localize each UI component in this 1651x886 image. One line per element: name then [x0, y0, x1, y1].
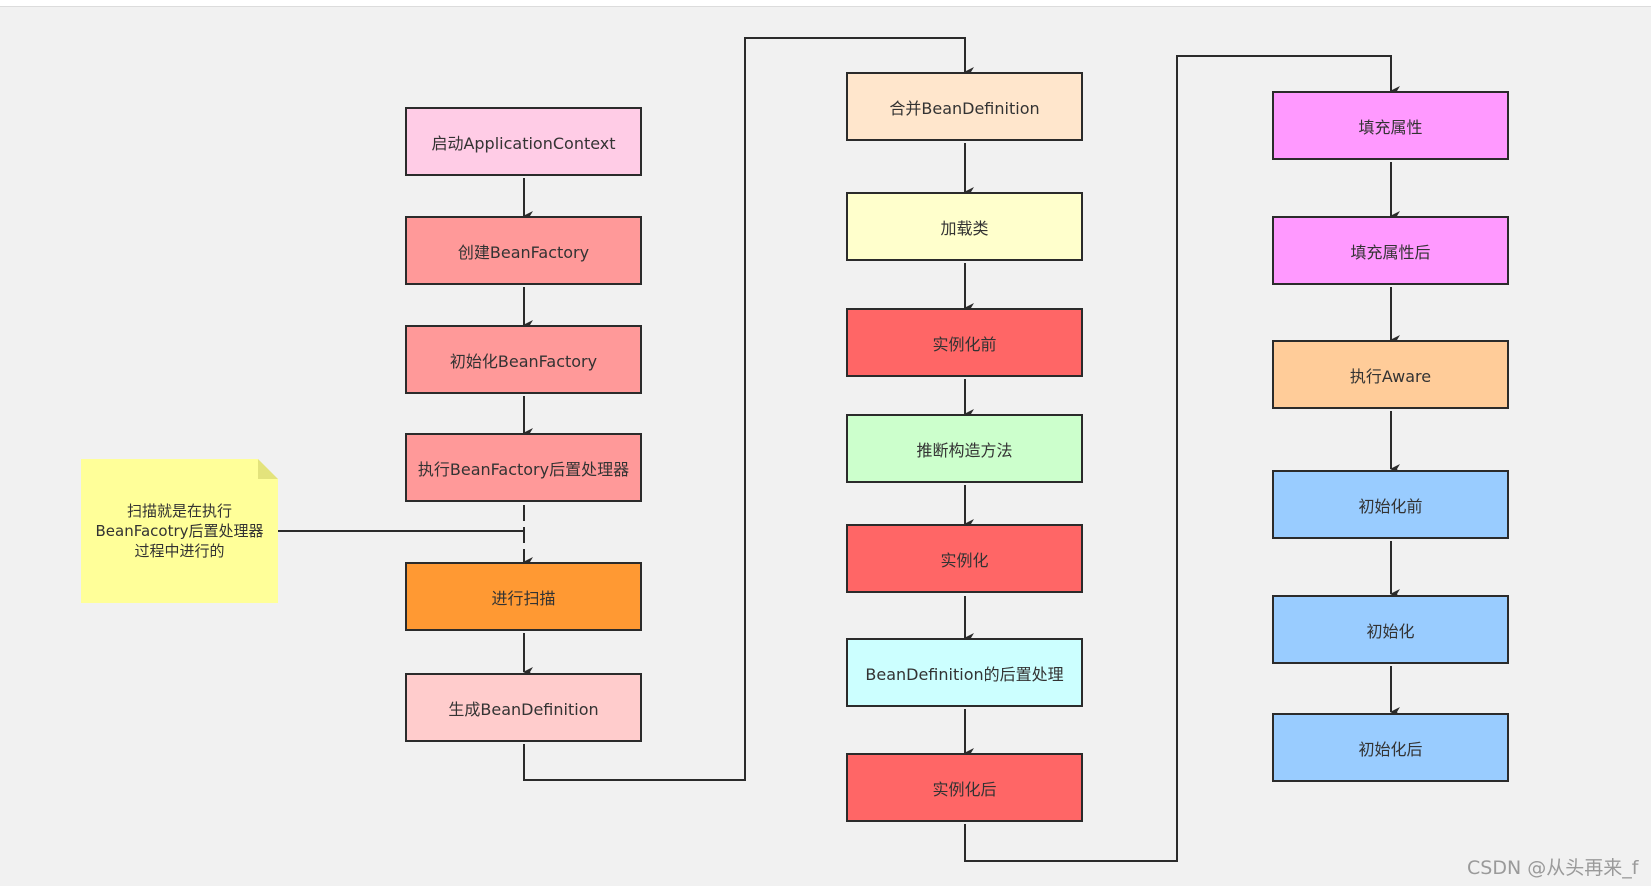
node-generate-beandefinition: 生成BeanDefinition — [405, 673, 642, 742]
node-scan: 进行扫描 — [405, 562, 642, 631]
note-line-3: 过程中进行的 — [134, 542, 225, 560]
watermark: CSDN @从头再来_f — [1467, 857, 1639, 879]
node-after-instantiation: 实例化后 — [846, 753, 1083, 822]
node-create-beanfactory: 创建BeanFactory — [405, 216, 642, 285]
node-beanfactory-postprocessor: 执行BeanFactory后置处理器 — [405, 433, 642, 502]
node-infer-constructor: 推断构造方法 — [846, 414, 1083, 483]
node-after-populate: 填充属性后 — [1272, 216, 1509, 285]
sticky-note: 扫描就是在执行 BeanFacotry后置处理器 过程中进行的 — [81, 459, 278, 603]
node-before-instantiation: 实例化前 — [846, 308, 1083, 377]
edge-after-populate — [964, 55, 1400, 862]
node-populate-properties: 填充属性 — [1272, 91, 1509, 160]
node-start-context: 启动ApplicationContext — [405, 107, 642, 176]
top-strip — [0, 0, 1651, 6]
node-initialization: 初始化 — [1272, 595, 1509, 664]
note-line-1: 扫描就是在执行 — [126, 502, 232, 520]
node-invoke-aware: 执行Aware — [1272, 340, 1509, 409]
node-instantiation: 实例化 — [846, 524, 1083, 593]
note-line-2: BeanFacotry后置处理器 — [95, 522, 264, 540]
edge-gen-merge — [523, 37, 974, 781]
node-before-initialization: 初始化前 — [1272, 470, 1509, 539]
node-merge-beandefinition: 合并BeanDefinition — [846, 72, 1083, 141]
note-fold-corner — [258, 459, 278, 479]
node-load-class: 加载类 — [846, 192, 1083, 261]
node-after-initialization: 初始化后 — [1272, 713, 1509, 782]
node-beandefinition-postprocess: BeanDefinition的后置处理 — [846, 638, 1083, 707]
node-init-beanfactory: 初始化BeanFactory — [405, 325, 642, 394]
